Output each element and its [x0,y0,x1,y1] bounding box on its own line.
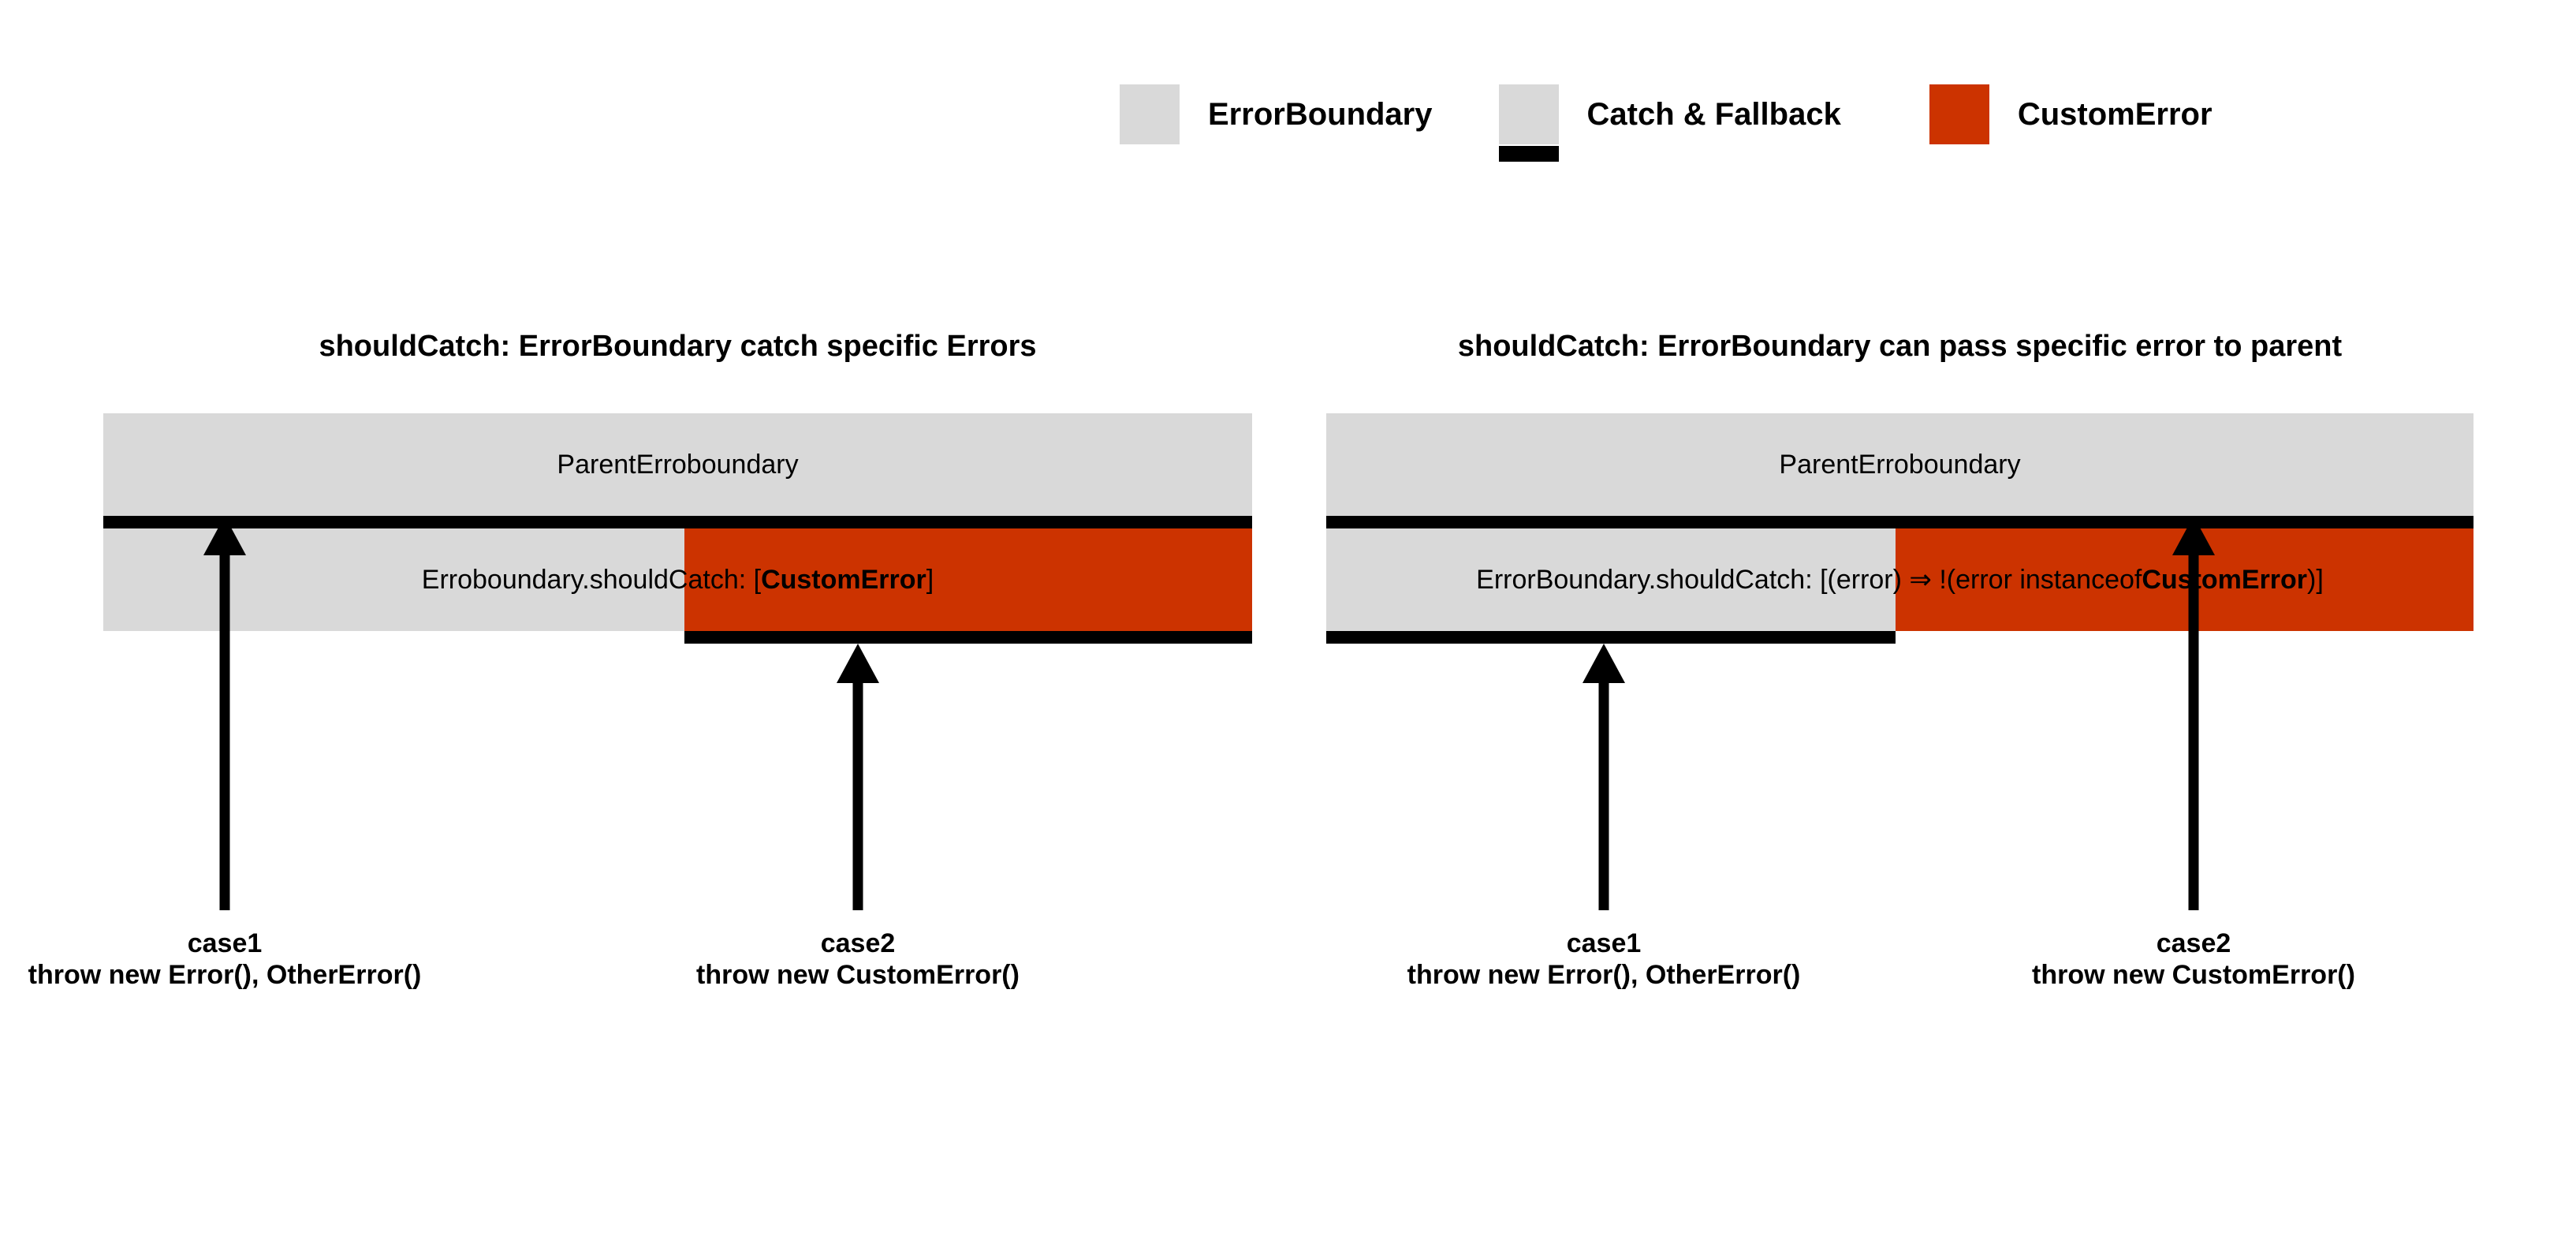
panel-title-right: shouldCatch: ErrorBoundary can pass spec… [1457,330,2343,363]
parent-errorboundary-label-right: ParentErroboundary [1779,450,2021,480]
child-catch-bar-right [1326,631,1896,644]
case-detail: throw new Error(), OtherError() [28,960,422,991]
case-name: case1 [187,928,263,958]
child-cell-customerror-left [684,528,1252,644]
legend-label-errorboundary: ErrorBoundary [1208,97,1433,132]
arrow-shaft [852,680,863,910]
panel-pass-error-to-parent: shouldCatch: ErrorBoundary can pass spec… [1326,330,2473,990]
gray-swatch-with-black-bar-icon [1498,84,1559,162]
case-detail: throw new CustomError() [2032,960,2355,991]
case-name: case2 [2156,928,2231,958]
child-cell-uncaught-left [103,528,684,631]
case-label-case2-left: case2 throw new CustomError() [696,928,1020,991]
boundary-diagram-left: ParentErroboundary Erroboundary.shouldCa… [28,413,1252,990]
case-label-case2-right: case2 throw new CustomError() [2032,928,2355,991]
legend-item-errorboundary: ErrorBoundary [1120,71,1433,158]
arrow-shaft [219,552,230,910]
case-name: case1 [1566,928,1642,958]
orange-swatch-icon [1929,84,1989,144]
case-detail: throw new Error(), OtherError() [1407,960,1801,991]
arrow-case1-right [1525,644,1683,910]
parent-errorboundary-box-left: ParentErroboundary [103,413,1252,516]
parent-errorboundary-label-left: ParentErroboundary [557,450,799,480]
legend-label-customerror: CustomError [2017,97,2213,132]
legend: ErrorBoundary Catch & Fallback CustomErr… [1120,71,2507,162]
case-label-case1-left: case1 throw new Error(), OtherError() [28,928,422,991]
parent-catch-bar-right [1326,516,2473,528]
case-name: case2 [820,928,896,958]
case-detail: throw new CustomError() [696,960,1020,991]
gray-swatch-icon [1120,84,1180,144]
panel-title-left: shouldCatch: ErrorBoundary catch specifi… [319,330,1037,363]
arrow-case2-right [2115,516,2272,910]
boundary-diagram-right: ParentErroboundary ErrorBoundary.shouldC… [1326,413,2473,990]
case-label-case1-right: case1 throw new Error(), OtherError() [1407,928,1801,991]
arrow-head-icon [837,644,879,683]
arrow-shaft [2188,552,2199,910]
child-catch-bar-left [684,631,1252,644]
arrow-case1-left [146,516,304,910]
legend-item-catch-fallback: Catch & Fallback [1498,71,1841,162]
legend-item-customerror: CustomError [1929,71,2213,158]
legend-label-catch-fallback: Catch & Fallback [1586,97,1841,132]
panel-catch-specific-errors: shouldCatch: ErrorBoundary catch specifi… [28,330,1252,990]
parent-errorboundary-box-right: ParentErroboundary [1326,413,2473,516]
arrow-case2-left [779,644,937,910]
arrow-head-icon [1583,644,1625,683]
child-cell-caught-right [1326,528,1896,644]
parent-catch-bar-left [103,516,1252,528]
arrow-shaft [1598,680,1609,910]
child-errorboundary-row-right: ErrorBoundary.shouldCatch: [(error) ⇒ !(… [1326,528,2473,644]
